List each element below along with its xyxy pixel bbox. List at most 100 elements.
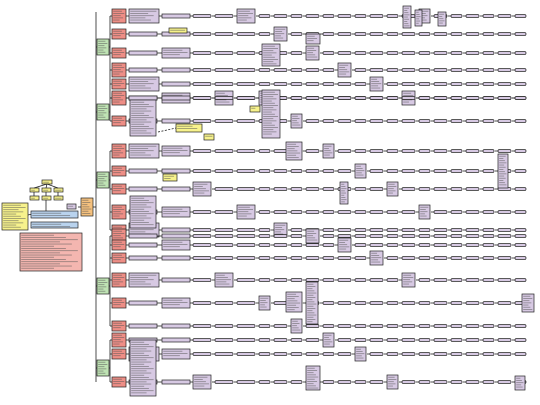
chain-node xyxy=(214,187,234,191)
detail-node xyxy=(128,255,158,261)
chain-node-box xyxy=(236,338,256,342)
detail-node xyxy=(401,272,416,288)
legend-note-yellow-text-line xyxy=(3,218,26,219)
stacked-detail xyxy=(305,365,321,391)
chain-node-box xyxy=(497,32,512,36)
chain-node xyxy=(337,14,352,18)
chain-node xyxy=(322,210,335,214)
detail-node-text-line xyxy=(307,54,316,56)
chain-node xyxy=(369,51,384,55)
chain-node xyxy=(258,352,271,356)
detail-node-text-line xyxy=(130,229,154,231)
group-node-g2 xyxy=(96,103,110,121)
chain-node xyxy=(214,68,234,72)
chain-node-box xyxy=(273,210,288,214)
category-node-text-line xyxy=(113,302,125,303)
detail-node-text-line xyxy=(307,56,318,58)
detail-node xyxy=(236,204,256,220)
chain-node xyxy=(386,96,399,100)
stacked-detail-text-line xyxy=(263,131,277,133)
chain-node xyxy=(258,169,271,173)
stacked-detail xyxy=(305,33,321,45)
chain-node xyxy=(258,234,271,238)
stacked-detail-text-line xyxy=(499,160,505,162)
chain-node xyxy=(450,380,463,384)
chain-node xyxy=(258,380,271,384)
detail-node-text-line xyxy=(356,353,365,355)
category-node-text-line xyxy=(113,209,125,210)
chain-node xyxy=(465,32,480,36)
chain-node-box xyxy=(369,324,384,328)
category-node xyxy=(111,115,127,127)
chain-node xyxy=(337,324,352,328)
chain-node-box xyxy=(386,301,399,305)
category-node-text-line xyxy=(113,378,122,380)
chain-node xyxy=(497,210,512,214)
chain-node-box xyxy=(401,169,416,173)
legend-note-pink-text-line xyxy=(21,245,54,247)
category-node-text-line xyxy=(113,97,121,99)
large-detail-text-line xyxy=(131,121,152,123)
stacked-detail-text-line xyxy=(307,294,314,296)
chain-node-box xyxy=(433,51,448,55)
chain-node-box xyxy=(465,324,480,328)
category-node xyxy=(111,320,127,332)
category-node-box xyxy=(111,78,127,90)
legend-note-pink-text-line xyxy=(21,263,60,265)
category-node-text-line xyxy=(113,322,122,324)
chain-node-box xyxy=(322,96,335,100)
chain-node xyxy=(401,301,416,305)
large-detail-text-line xyxy=(131,359,147,361)
chain-node xyxy=(450,210,463,214)
chain-node xyxy=(258,149,271,153)
detail-node-text-line xyxy=(307,235,314,237)
chain-node-box xyxy=(337,82,352,86)
chain-node xyxy=(192,14,212,18)
detail-node-text-line xyxy=(403,92,412,94)
category-node xyxy=(111,28,127,40)
chain-node-box xyxy=(236,234,256,238)
chain-node xyxy=(273,301,288,305)
detail-node-text-line xyxy=(163,52,188,53)
detail-node xyxy=(322,143,335,159)
detail-node-text-line xyxy=(238,209,254,210)
detail-node-text-line xyxy=(403,101,410,103)
chain-node xyxy=(354,96,367,100)
category-node-text-line xyxy=(113,188,125,189)
chain-node-box xyxy=(482,380,495,384)
stacked-detail-text-line xyxy=(341,183,345,185)
legend-note-blue-2 xyxy=(30,221,79,229)
stacked-detail-text-line xyxy=(516,380,522,381)
chain-node-box xyxy=(514,278,527,282)
detail-node xyxy=(128,272,160,288)
chain-node-box xyxy=(401,68,416,72)
detail-node-box xyxy=(161,206,191,218)
detail-node-text-line xyxy=(163,353,188,354)
chain-node-box xyxy=(305,187,320,191)
category-node-text-line xyxy=(113,277,125,278)
chain-node-box xyxy=(465,210,480,214)
chain-node xyxy=(401,243,416,247)
legend-note-yellow-text-line xyxy=(3,213,17,215)
chain-node xyxy=(322,96,335,100)
chain-node xyxy=(236,256,256,260)
group-node-g1 xyxy=(96,38,110,56)
chain-node xyxy=(418,169,431,173)
large-detail-text-line xyxy=(131,392,147,394)
detail-node xyxy=(369,76,384,92)
legend-note-pink-text-line xyxy=(21,265,72,267)
chain-node-box xyxy=(214,169,234,173)
detail-node xyxy=(128,67,158,73)
detail-node-text-line xyxy=(388,383,396,385)
detail-node xyxy=(161,348,191,360)
chain-node xyxy=(236,51,256,55)
chain-node-box xyxy=(214,338,234,342)
detail-node-text-line xyxy=(307,230,315,232)
chain-node xyxy=(465,243,480,247)
stacked-detail-text-line xyxy=(263,94,279,95)
stacked-detail xyxy=(521,293,535,313)
detail-node-text-line xyxy=(292,325,297,327)
detail-node-text-line xyxy=(216,283,230,285)
category-node-text-line xyxy=(113,170,125,171)
stacked-detail-text-line xyxy=(307,35,315,37)
